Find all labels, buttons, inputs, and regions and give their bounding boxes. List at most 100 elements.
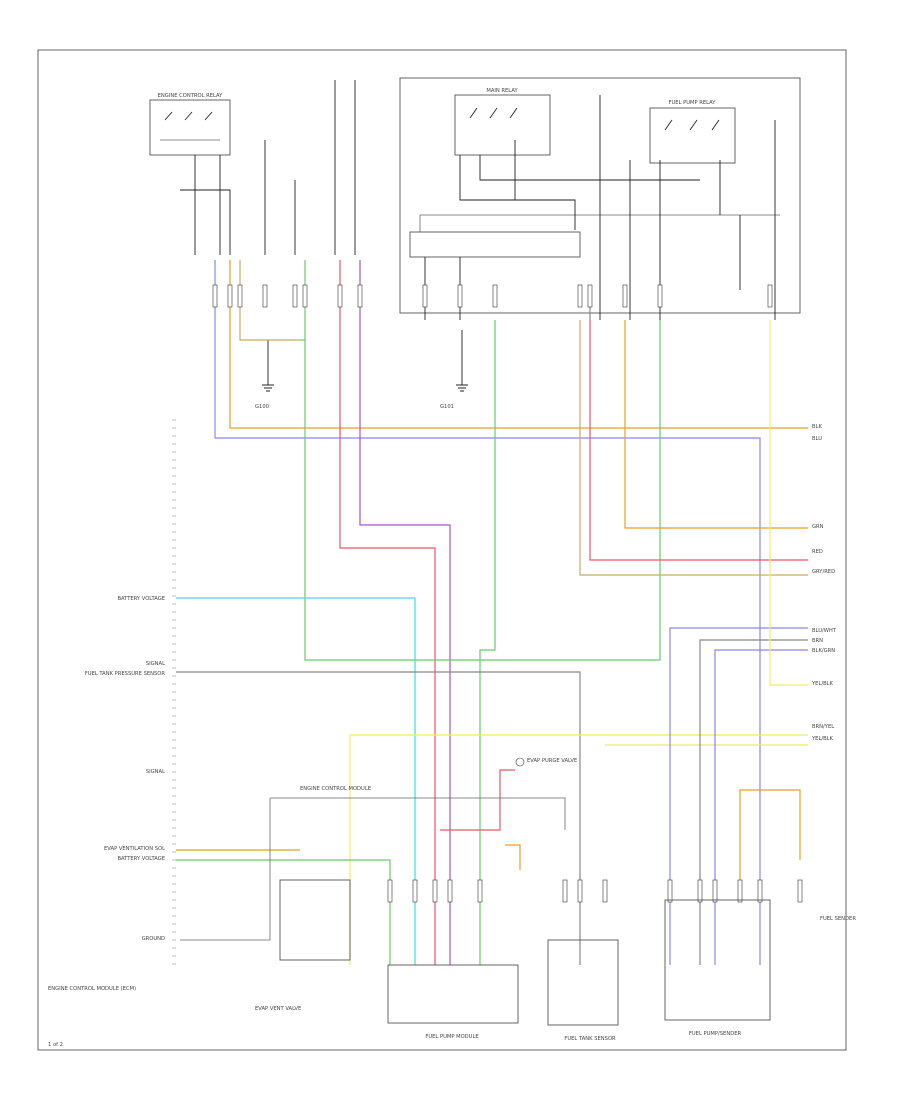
wire-green-5	[304, 260, 661, 661]
connector-bottom-11	[737, 879, 743, 903]
wire-red-15	[440, 769, 515, 831]
left-label-2: FUEL TANK PRESSURE SENSOR	[85, 671, 166, 677]
right-wire-labels: BLK BLU GRN RED GRY/RED BLU/WHT BRN BLK/GRN YEL/…	[811, 424, 837, 742]
left-relay-label: ENGINE CONTROL RELAY	[158, 93, 224, 99]
wire-red-17	[589, 320, 808, 561]
wire-orange-23	[739, 789, 801, 900]
fuel-sender-block: FUEL PUMP/SENDER	[664, 899, 771, 1037]
left-label-6: GROUND	[142, 936, 165, 942]
right-label-4: GRY/RED	[812, 569, 835, 575]
diagram-frame	[37, 49, 847, 1051]
left-connector-pins	[172, 419, 176, 965]
wire-orange-16	[624, 320, 808, 529]
ecm-footer-left: ENGINE CONTROL MODULE (ECM)	[48, 986, 136, 992]
right-label-7: BLK/GRN	[812, 648, 835, 654]
connector-top-2	[237, 284, 243, 308]
wire-green-6	[479, 320, 496, 965]
ecm-label: ENGINE CONTROL MODULE	[300, 786, 371, 792]
connector-top-3	[262, 284, 268, 308]
left-relay-block: ENGINE CONTROL RELAY	[149, 93, 231, 156]
left-label-0: BATTERY VOLTAGE	[117, 596, 165, 602]
left-label-1: SIGNAL	[146, 661, 165, 667]
right-relay-label: FUEL PUMP RELAY	[669, 100, 717, 106]
wire-orange-14	[505, 844, 521, 870]
connector-bottom-12	[757, 879, 763, 903]
vent-valve-label: EVAP VENT VALVE	[255, 1006, 301, 1012]
wire-black-7	[459, 155, 576, 230]
connector-top-1	[227, 284, 233, 308]
wire-tan-2	[239, 260, 300, 341]
sensor-module-footer: FUEL TANK SENSOR	[564, 1036, 616, 1042]
connector-bottom-8	[667, 879, 673, 903]
connector-bottom-5	[562, 879, 568, 903]
connector-bottom-2	[432, 879, 438, 903]
wire-orange-1	[229, 260, 808, 429]
connector-bottom-7	[602, 879, 608, 903]
fuel-sender-footer: FUEL PUMP/SENDER	[689, 1031, 742, 1037]
purge-valve-symbol: EVAP PURGE VALVE	[515, 757, 577, 767]
wire-cyan-7	[176, 597, 416, 965]
pump-module-block: FUEL PUMP MODULE	[387, 964, 519, 1040]
wire-black-0	[180, 189, 231, 255]
wires	[176, 80, 808, 965]
left-label-3: SIGNAL	[146, 769, 165, 775]
wire-blue-0	[214, 260, 761, 965]
right-label-3: RED	[812, 549, 823, 555]
wire-purple-4	[359, 260, 451, 965]
wire-blue-21	[714, 649, 808, 965]
right-label-2: GRN	[812, 524, 824, 530]
right-label-5: BLU/WHT	[812, 628, 837, 634]
connector-top-5	[302, 284, 308, 308]
ecm-block: ENGINE CONTROL MODULE	[180, 786, 566, 941]
fuel-sender-symbol: FUEL SENDER	[820, 916, 856, 922]
connector-top-12	[587, 284, 593, 308]
pump-module-footer: FUEL PUMP MODULE	[425, 1034, 478, 1040]
wire-grey-20	[699, 639, 808, 965]
right-label-0: BLK	[812, 424, 822, 430]
connector-bottom-0	[387, 879, 393, 903]
connector-bottom-4	[477, 879, 483, 903]
connector-top-10	[492, 284, 498, 308]
right-label-9: BRN/YEL	[812, 724, 834, 730]
wire-black-8	[479, 155, 700, 181]
connector-top-6	[337, 284, 343, 308]
right-label-1: BLU	[812, 436, 822, 442]
left-pin-labels: BATTERY VOLTAGE SIGNAL FUEL TANK PRESSURE …	[85, 596, 166, 942]
left-label-4: EVAP VENTILATION SOL	[104, 846, 165, 852]
ground-g101: G101	[440, 330, 468, 410]
connector-top-15	[767, 284, 773, 308]
connector-bottom-13	[797, 879, 803, 903]
connector-bottom-9	[697, 879, 703, 903]
left-label-5: BATTERY VOLTAGE	[117, 856, 165, 862]
wire-red-3	[339, 260, 436, 965]
connector-top-4	[292, 284, 298, 308]
wire-green-12	[176, 859, 391, 965]
connector-top-0	[212, 284, 218, 308]
purge-valve-label: EVAP PURGE VALVE	[527, 758, 577, 764]
connector-top-11	[577, 284, 583, 308]
right-label-10: YEL/BLK	[811, 736, 834, 742]
page-mark: 1 of 2	[48, 1042, 63, 1048]
wire-grey-8	[176, 671, 581, 965]
ground-g100: G100	[255, 340, 274, 410]
ground-g101-label: G101	[440, 404, 454, 410]
ground-g100-label: G100	[255, 404, 269, 410]
sensor-module-block: FUEL TANK SENSOR	[547, 939, 619, 1042]
connector-bottom-6	[577, 879, 583, 903]
connector-top-13	[622, 284, 628, 308]
connector-top-7	[357, 284, 363, 308]
wire-tan-18	[579, 320, 808, 576]
wire-yellow-22	[769, 320, 808, 686]
connector-top-14	[657, 284, 663, 308]
connector-bottom-10	[712, 879, 718, 903]
connector-top-8	[422, 284, 428, 308]
wire-blue-19	[669, 627, 808, 965]
right-label-6: BRN	[812, 638, 823, 644]
right-label-8: YEL/BLK	[811, 681, 834, 687]
fuel-sender-label: FUEL SENDER	[820, 916, 856, 922]
center-relay-label: MAIN RELAY	[486, 88, 518, 94]
connector-bottom-1	[412, 879, 418, 903]
connector-top-9	[457, 284, 463, 308]
